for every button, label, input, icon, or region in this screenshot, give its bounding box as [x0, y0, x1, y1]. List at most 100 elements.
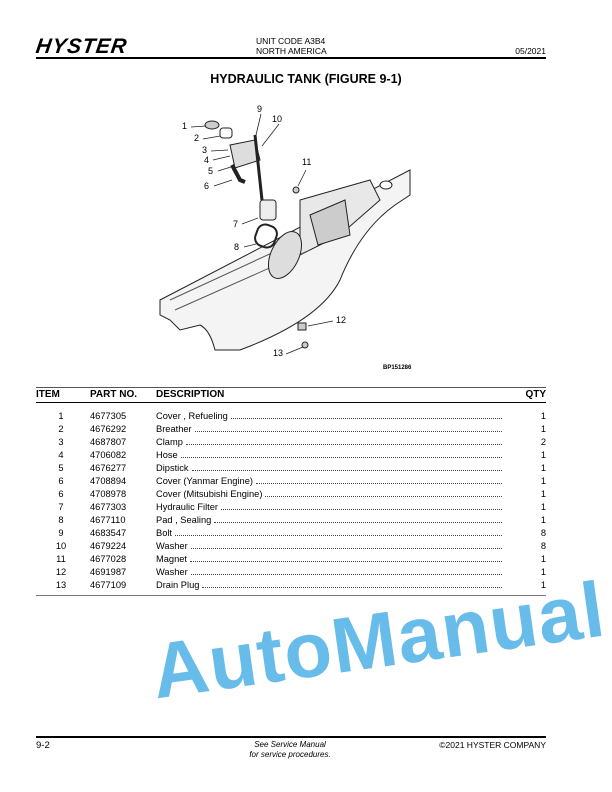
callout-10: 10 — [272, 114, 283, 124]
table-row: 6 4708978 Cover (Mitsubishi Engine) 1 — [36, 487, 546, 500]
figure-code: BP151286 — [383, 365, 412, 371]
description: Hose — [156, 450, 178, 460]
quantity: 1 — [540, 475, 546, 486]
leader-dots — [175, 526, 502, 536]
description-cell: Hose — [156, 448, 514, 461]
part-number: 4676277 — [90, 462, 127, 473]
footer-note: See Service Manual for service procedure… — [225, 740, 355, 760]
callout-4: 4 — [204, 155, 210, 165]
item-number: 10 — [55, 540, 67, 551]
description: Cover , Refueling — [156, 411, 228, 421]
description: Dipstick — [156, 463, 189, 473]
table-row: 4 4706082 Hose 1 — [36, 448, 546, 461]
quantity: 2 — [540, 436, 546, 447]
part-number: 4677110 — [90, 514, 126, 525]
header-unit-info: UNIT CODE A3B4 NORTH AMERICA — [256, 36, 327, 56]
callout-5: 5 — [208, 166, 214, 176]
quantity: 1 — [540, 410, 546, 421]
part-number: 4683547 — [90, 527, 127, 538]
description: Clamp — [156, 437, 183, 447]
description-cell: Washer — [156, 539, 514, 552]
quantity: 1 — [540, 553, 546, 564]
description: Cover (Yanmar Engine) — [156, 476, 253, 486]
quantity: 1 — [540, 566, 546, 577]
description-cell: Magnet — [156, 552, 514, 565]
leader-dots — [255, 474, 502, 484]
header-description: DESCRIPTION — [156, 387, 514, 403]
page-number: 9-2 — [36, 740, 50, 751]
header-qty: QTY — [514, 387, 546, 403]
part-number: 4708978 — [90, 488, 127, 499]
leader-dots — [190, 539, 502, 549]
item-number: 13 — [36, 578, 86, 596]
unit-code: UNIT CODE A3B4 — [256, 36, 326, 46]
description: Cover (Mitsubishi Engine) — [156, 489, 263, 499]
item-number: 5 — [58, 462, 64, 473]
table-row: 9 4683547 Bolt 8 — [36, 526, 546, 539]
quantity: 1 — [540, 423, 546, 434]
callout-6: 6 — [204, 181, 210, 191]
item-number: 3 — [58, 436, 64, 447]
quantity: 1 — [540, 488, 546, 499]
description: Pad , Sealing — [156, 515, 212, 525]
quantity: 8 — [540, 540, 546, 551]
table-row: 10 4679224 Washer 8 — [36, 539, 546, 552]
callout-9: 9 — [257, 104, 263, 114]
table-header-row: ITEM PART NO. DESCRIPTION QTY — [36, 387, 546, 403]
quantity: 1 — [540, 501, 546, 512]
description-cell: Cover (Yanmar Engine) — [156, 474, 514, 487]
callout-13: 13 — [273, 348, 284, 358]
footer-note-line1: See Service Manual — [254, 740, 326, 749]
table-row: 13 4677109 Drain Plug 1 — [36, 578, 546, 596]
description: Bolt — [156, 528, 173, 538]
description-cell: Hydraulic Filter — [156, 500, 514, 513]
callout-2: 2 — [194, 133, 200, 143]
item-number: 7 — [58, 501, 64, 512]
item-number: 11 — [56, 553, 66, 564]
description-cell: Pad , Sealing — [156, 513, 514, 526]
description-cell: Washer — [156, 565, 514, 578]
leader-dots — [190, 565, 502, 575]
header-date: 05/2021 — [515, 46, 546, 56]
quantity: 1 — [540, 514, 546, 525]
leader-dots — [190, 552, 502, 562]
part-number: 4677109 — [86, 578, 156, 596]
footer-divider — [36, 736, 546, 738]
callout-11: 11 — [302, 157, 312, 167]
item-number: 12 — [55, 566, 67, 577]
description-cell: Bolt — [156, 526, 514, 539]
part-number: 4677305 — [90, 410, 127, 421]
item-number: 8 — [58, 514, 64, 525]
header-divider — [36, 57, 546, 59]
table-row: 12 4691987 Washer 1 — [36, 565, 546, 578]
leader-dots — [180, 448, 502, 458]
item-number: 6 — [58, 475, 64, 486]
leader-dots — [221, 500, 502, 510]
description-cell: Clamp — [156, 435, 514, 448]
callout-8: 8 — [234, 242, 240, 252]
item-number: 2 — [58, 423, 64, 434]
description: Washer — [156, 567, 188, 577]
item-number: 9 — [58, 527, 64, 538]
footer-note-line2: for service procedures. — [249, 750, 331, 759]
table-row: 3 4687807 Clamp 2 — [36, 435, 546, 448]
description-cell: Breather — [156, 422, 514, 435]
callout-1: 1 — [182, 121, 188, 131]
item-number: 6 — [58, 488, 64, 499]
callout-12: 12 — [336, 315, 347, 325]
leader-dots — [230, 409, 502, 419]
part-number: 4676292 — [90, 423, 127, 434]
description: Drain Plug — [156, 580, 200, 590]
part-number: 4706082 — [90, 449, 127, 460]
header-part-no: PART NO. — [86, 387, 156, 403]
table-row: 8 4677110 Pad , Sealing 1 — [36, 513, 546, 526]
quantity: 1 — [540, 449, 546, 460]
part-number: 4677028 — [90, 553, 127, 564]
table-row: 2 4676292 Breather 1 — [36, 422, 546, 435]
table-row: 1 4677305 Cover , Refueling 1 — [36, 409, 546, 422]
quantity: 1 — [514, 578, 546, 596]
leader-dots — [185, 435, 502, 445]
description: Hydraulic Filter — [156, 502, 218, 512]
item-number: 4 — [58, 449, 64, 460]
table-row: 11 4677028 Magnet 1 — [36, 552, 546, 565]
